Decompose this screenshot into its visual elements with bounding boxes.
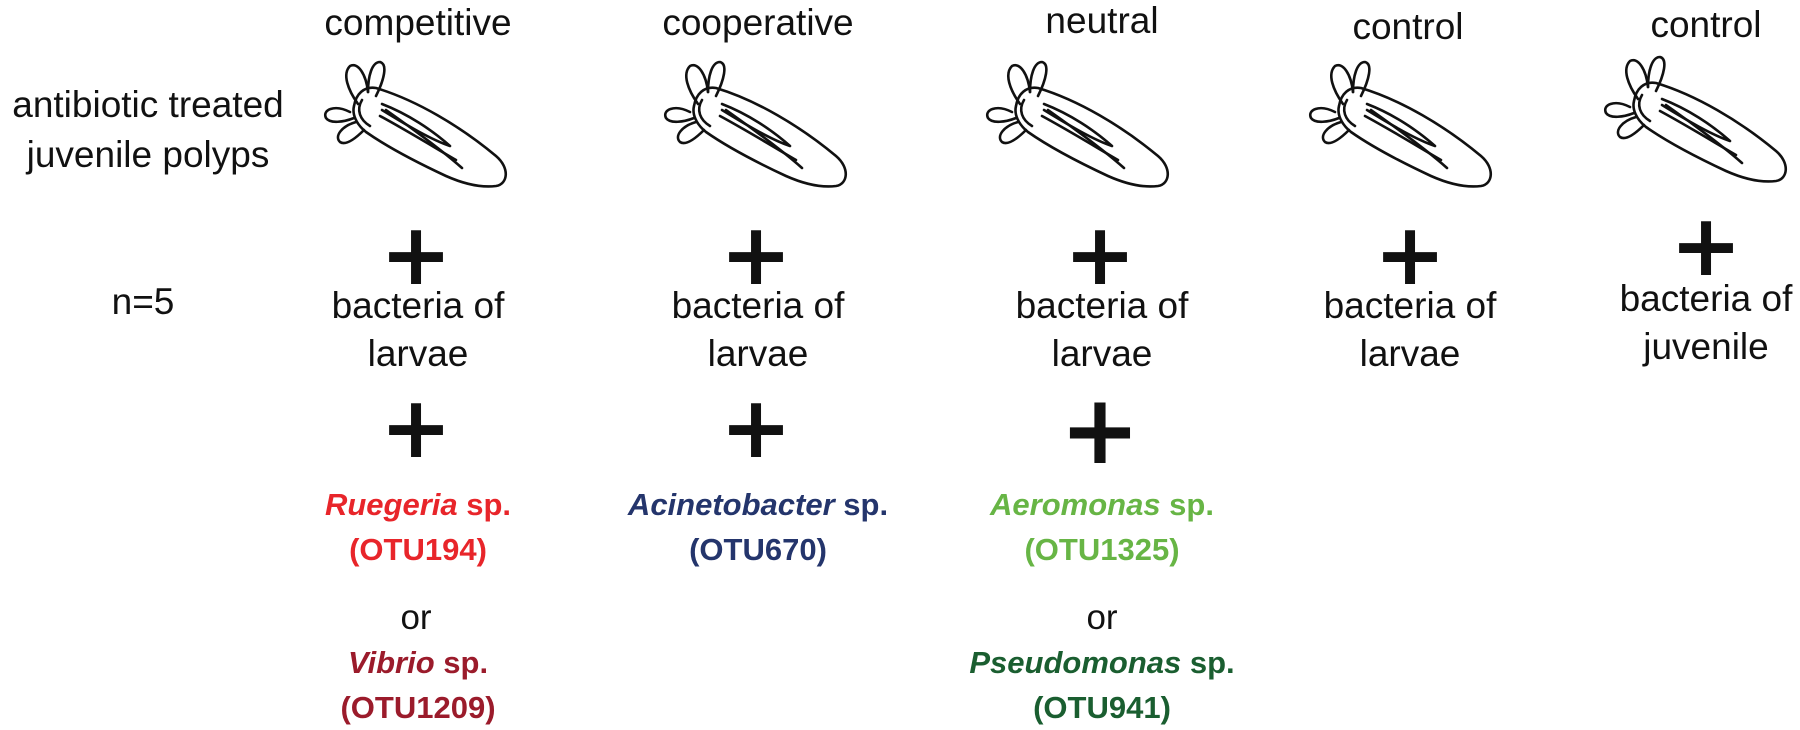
bacteria-label: bacteria of juvenile xyxy=(1620,275,1793,371)
row-label: antibiotic treated juvenile polyps xyxy=(12,80,284,180)
polyp-illustration xyxy=(323,60,508,188)
plus-symbol: + xyxy=(379,378,453,478)
organism-otu: (OTU1209) xyxy=(340,690,496,725)
bacteria-label: bacteria of larvae xyxy=(1324,282,1497,378)
bacteria-label-line-2: larvae xyxy=(1359,333,1461,374)
organism-label: Aeromonas sp. (OTU1325) xyxy=(990,482,1214,572)
column-header-control: control xyxy=(1352,6,1464,47)
bacteria-label-line-1: bacteria of xyxy=(331,285,505,326)
row-label-line-2: juvenile polyps xyxy=(26,134,270,175)
organism-genus: Acinetobacter xyxy=(627,487,835,522)
organism-genus: Aeromonas xyxy=(990,487,1161,522)
column-header-neutral: neutral xyxy=(1045,0,1159,41)
bacteria-label: bacteria of larvae xyxy=(672,282,845,378)
organism-genus: Ruegeria xyxy=(324,487,458,522)
column-header-cooperative: cooperative xyxy=(662,2,854,43)
plus-symbol: + xyxy=(1373,205,1447,305)
sample-size-label: n=5 xyxy=(111,281,175,322)
column-header-competitive: competitive xyxy=(324,2,512,43)
or-label: or xyxy=(1086,598,1118,637)
polyp-illustration xyxy=(985,60,1170,188)
organism-suffix: sp. xyxy=(434,645,489,680)
organism-otu: (OTU1325) xyxy=(1024,532,1180,567)
column-header-control: control xyxy=(1650,4,1762,45)
polyp-illustration xyxy=(663,60,848,188)
organism-suffix: sp. xyxy=(834,487,889,522)
bacteria-label-line-2: larvae xyxy=(707,333,809,374)
organism-suffix: sp. xyxy=(457,487,512,522)
organism-otu: (OTU670) xyxy=(689,532,827,567)
polyp-illustration xyxy=(1308,60,1493,188)
bacteria-label-line-1: bacteria of xyxy=(1619,278,1793,319)
bacteria-label: bacteria of larvae xyxy=(332,282,505,378)
plus-symbol: + xyxy=(379,205,453,305)
bacteria-label: bacteria of larvae xyxy=(1016,282,1189,378)
plus-symbol: + xyxy=(719,378,793,478)
plus-symbol: + xyxy=(719,205,793,305)
organism-otu: (OTU194) xyxy=(349,532,487,567)
bacteria-label-line-2: juvenile xyxy=(1643,326,1769,367)
plus-symbol: + xyxy=(1059,374,1141,486)
organism-suffix: sp. xyxy=(1160,487,1214,522)
bacteria-label-line-2: larvae xyxy=(367,333,469,374)
organism-suffix: sp. xyxy=(1181,645,1235,680)
organism-label: Vibrio sp. (OTU1209) xyxy=(340,640,495,730)
organism-otu: (OTU941) xyxy=(1033,690,1171,725)
organism-genus: Pseudomonas xyxy=(969,645,1182,680)
bacteria-label-line-1: bacteria of xyxy=(1323,285,1497,326)
bacteria-label-line-1: bacteria of xyxy=(671,285,845,326)
organism-label: Pseudomonas sp. (OTU941) xyxy=(969,640,1234,730)
organism-label: Ruegeria sp. (OTU194) xyxy=(325,482,511,572)
polyp-illustration xyxy=(1603,55,1788,183)
organism-label: Acinetobacter sp. (OTU670) xyxy=(628,482,888,572)
organism-genus: Vibrio xyxy=(347,645,435,680)
row-label-line-1: antibiotic treated xyxy=(12,84,284,125)
plus-symbol: + xyxy=(1063,205,1137,305)
bacteria-label-line-2: larvae xyxy=(1051,333,1153,374)
or-label: or xyxy=(400,598,432,637)
bacteria-label-line-1: bacteria of xyxy=(1015,285,1189,326)
plus-symbol: + xyxy=(1669,196,1743,296)
